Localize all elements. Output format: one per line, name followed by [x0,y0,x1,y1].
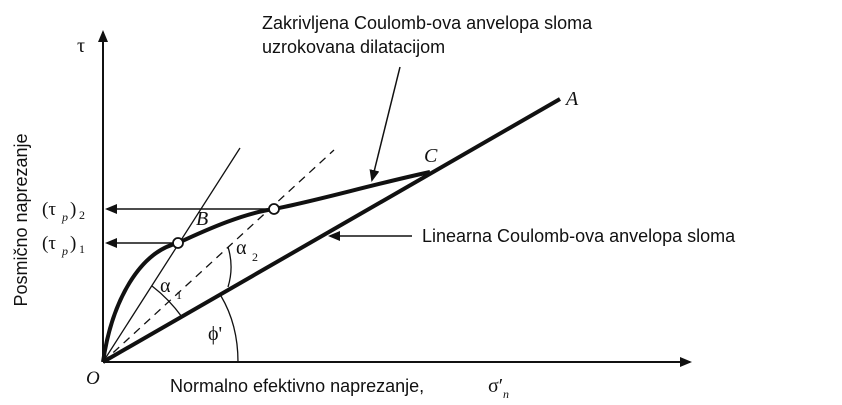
phi-angle-arc [220,295,239,363]
alpha2-label: α [236,237,247,259]
curved-envelope-pointer [369,66,401,182]
curved-envelope-label-line2: uzrokovana dilatacijom [262,37,445,57]
alpha1-angle-arc [151,285,183,318]
x-axis-symbol: σ′ [488,375,503,397]
alpha2-dashed-line [102,149,335,363]
alpha2-subscript: 2 [252,250,258,264]
svg-text:p: p [61,210,68,224]
point-b-label: B [196,208,208,230]
point-b-marker [172,237,184,249]
point-c-label: C [424,145,438,167]
alpha1-subscript: 1 [176,288,182,302]
curved-envelope-curve [101,170,431,363]
linear-envelope-line [102,97,561,364]
svg-text:(τ: (τ [42,233,56,254]
svg-text:): ) [70,233,76,254]
phi-label: ϕ' [208,323,222,345]
alpha1-label: α [160,275,171,297]
linear-envelope-label: Linearna Coulomb-ova anvelopa sloma [422,226,736,246]
svg-text:(τ: (τ [42,199,56,220]
curved-envelope-label-line1: Zakrivljena Coulomb-ova anvelopa sloma [262,13,593,33]
point-peak2-marker [268,203,280,215]
svg-text:1: 1 [79,242,85,256]
svg-text:p: p [61,244,68,258]
origin-label: O [86,368,100,389]
tau-p2-label: (τ p ) 2 [42,199,85,224]
x-axis-symbol-subscript: n [503,387,509,401]
alpha2-angle-arc [227,246,232,288]
x-axis-label: Normalno efektivno naprezanje, [170,376,424,396]
alpha1-secant-line [102,147,241,363]
svg-text:): ) [70,199,76,220]
y-axis-symbol: τ [77,35,85,57]
svg-text:2: 2 [79,208,85,222]
y-axis-label: Posmično naprezanje [11,133,31,306]
point-a-label: A [564,88,579,110]
tau-p1-label: (τ p ) 1 [42,233,85,258]
